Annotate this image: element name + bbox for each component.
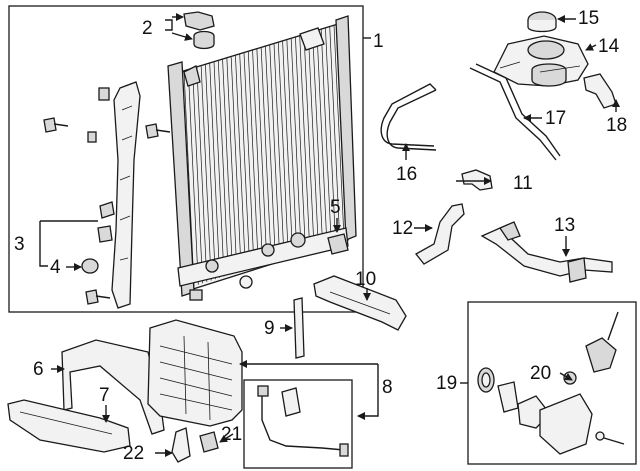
radiator-fin: [239, 53, 251, 269]
lower-hose-12: [415, 203, 465, 265]
radiator-fin: [269, 44, 281, 259]
radiator-fin: [209, 63, 221, 278]
harness-group-box: [243, 379, 353, 469]
radiator-group-box: [8, 5, 364, 313]
lower-insulator: [81, 258, 99, 274]
outlet-11: [461, 169, 493, 191]
radiator-fin: [192, 68, 203, 284]
callout-18: 18: [606, 115, 628, 136]
callout-4: 4: [50, 257, 61, 278]
shutter-assembly-8: [147, 319, 243, 427]
wiring-harness: [257, 385, 349, 457]
radiator-fin: [265, 46, 276, 260]
callout-2: 2: [142, 18, 153, 39]
radiator-fin: [320, 28, 332, 243]
callout-9: 9: [264, 318, 275, 339]
radiator-fin: [282, 40, 293, 255]
radiator-fin: [273, 43, 285, 258]
side-seal-9: [293, 297, 305, 359]
radiator-fin: [325, 27, 336, 241]
overflow-hose-17: [469, 67, 557, 161]
radiator-fin: [312, 31, 323, 245]
radiator-fin: [277, 42, 289, 256]
callout-14: 14: [598, 36, 620, 57]
vent-hose-16-b: [386, 89, 437, 151]
surge-tank: [493, 35, 589, 87]
radiator-fin: [217, 60, 229, 276]
air-deflector-7: [7, 399, 131, 453]
radiator-fin: [196, 67, 208, 282]
coolant-pipe-13: [480, 227, 613, 277]
radiator-fin: [230, 56, 242, 271]
radiator: [167, 15, 357, 301]
callout-16: 16: [396, 164, 418, 185]
radiator-fin: [200, 65, 212, 281]
radiator-fin: [205, 64, 216, 280]
callout-5: 5: [330, 197, 341, 218]
radiator-fin: [226, 57, 238, 273]
radiator-fin: [299, 35, 311, 249]
callout-6: 6: [33, 359, 44, 380]
callout-21: 21: [221, 424, 243, 445]
side-bracket: [81, 81, 141, 309]
drain-cock: [327, 233, 349, 255]
callout-17: 17: [545, 108, 567, 129]
callout-3: 3: [14, 234, 25, 255]
radiator-fin: [307, 32, 319, 247]
callout-19: 19: [436, 373, 458, 394]
clip-21: [199, 431, 219, 453]
radiator-fin: [260, 47, 272, 262]
radiator-fin: [187, 69, 199, 285]
radiator-fin: [252, 49, 263, 265]
shroud-6: [61, 339, 165, 435]
surge-tank-cap: [527, 11, 557, 33]
callout-12: 12: [392, 218, 414, 239]
radiator-fin: [333, 24, 345, 239]
leader-lines: [39, 13, 620, 457]
callout-15: 15: [578, 8, 600, 29]
radiator-fin: [247, 51, 259, 266]
radiator-fin: [222, 59, 233, 274]
radiator-fin: [316, 30, 328, 244]
radiator-fin: [303, 34, 315, 248]
callout-20: 20: [530, 363, 552, 384]
thermostat-housing: [477, 311, 625, 455]
radiator-fin: [243, 52, 255, 267]
radiator-fin: [295, 36, 306, 251]
upper-insulators: [183, 11, 215, 50]
vent-hose-16: [380, 83, 437, 147]
callout-13: 13: [554, 215, 576, 236]
callout-22: 22: [123, 443, 145, 464]
radiator-fin: [213, 61, 225, 277]
radiator-fin: [256, 48, 268, 263]
callout-11: 11: [513, 173, 533, 194]
drain-plug: [239, 275, 253, 289]
bolts: [43, 117, 171, 305]
overflow-hose-17-b: [475, 63, 561, 157]
radiator-fin: [290, 38, 302, 252]
hose-18: [583, 73, 617, 109]
callout-1: 1: [373, 31, 384, 52]
bracket-22: [171, 427, 191, 463]
radiator-fin: [286, 39, 298, 254]
callout-10: 10: [355, 269, 377, 290]
callout-7: 7: [99, 385, 110, 406]
radiator-fin: [329, 26, 341, 240]
callout-8: 8: [382, 377, 393, 398]
radiator-fin: [235, 55, 246, 270]
